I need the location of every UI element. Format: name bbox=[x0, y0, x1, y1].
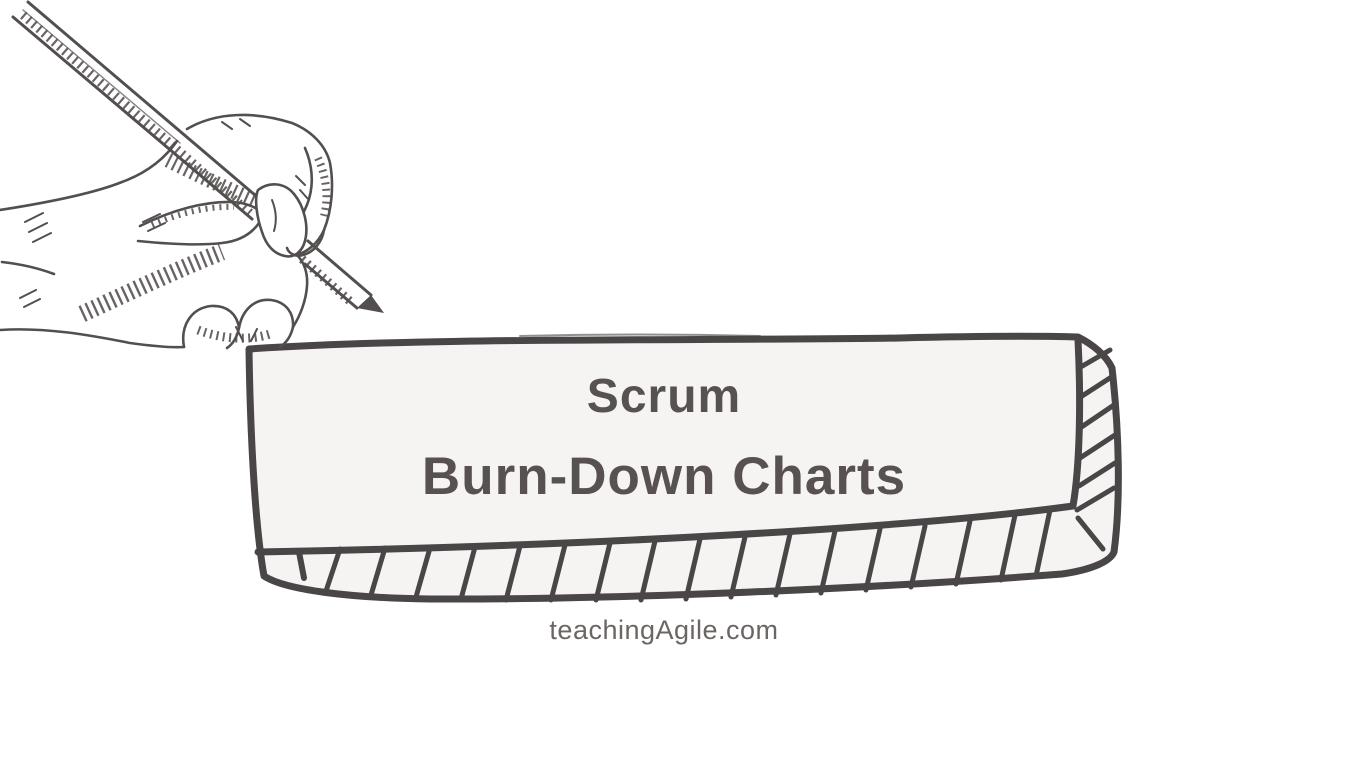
board-sketch-accent bbox=[519, 333, 761, 337]
site-label: teachingAgile.com bbox=[549, 615, 779, 645]
board-title: Scrum Burn-Down Charts bbox=[250, 358, 1078, 518]
board-hatch-stub bbox=[296, 549, 307, 581]
board-title-line-2: Burn-Down Charts bbox=[421, 447, 907, 506]
board-silhouette bbox=[245, 332, 1122, 603]
hand-pencil-illustration bbox=[0, 0, 384, 350]
pencil-sketch bbox=[11, 0, 384, 313]
sketch-hatches bbox=[19, 118, 309, 342]
pencil-grip bbox=[254, 183, 326, 258]
pencil-tip bbox=[357, 295, 384, 313]
board-hatching bbox=[323, 347, 1118, 603]
title-board-illustration bbox=[245, 332, 1122, 603]
board-title-line-1: Scrum bbox=[586, 370, 742, 423]
